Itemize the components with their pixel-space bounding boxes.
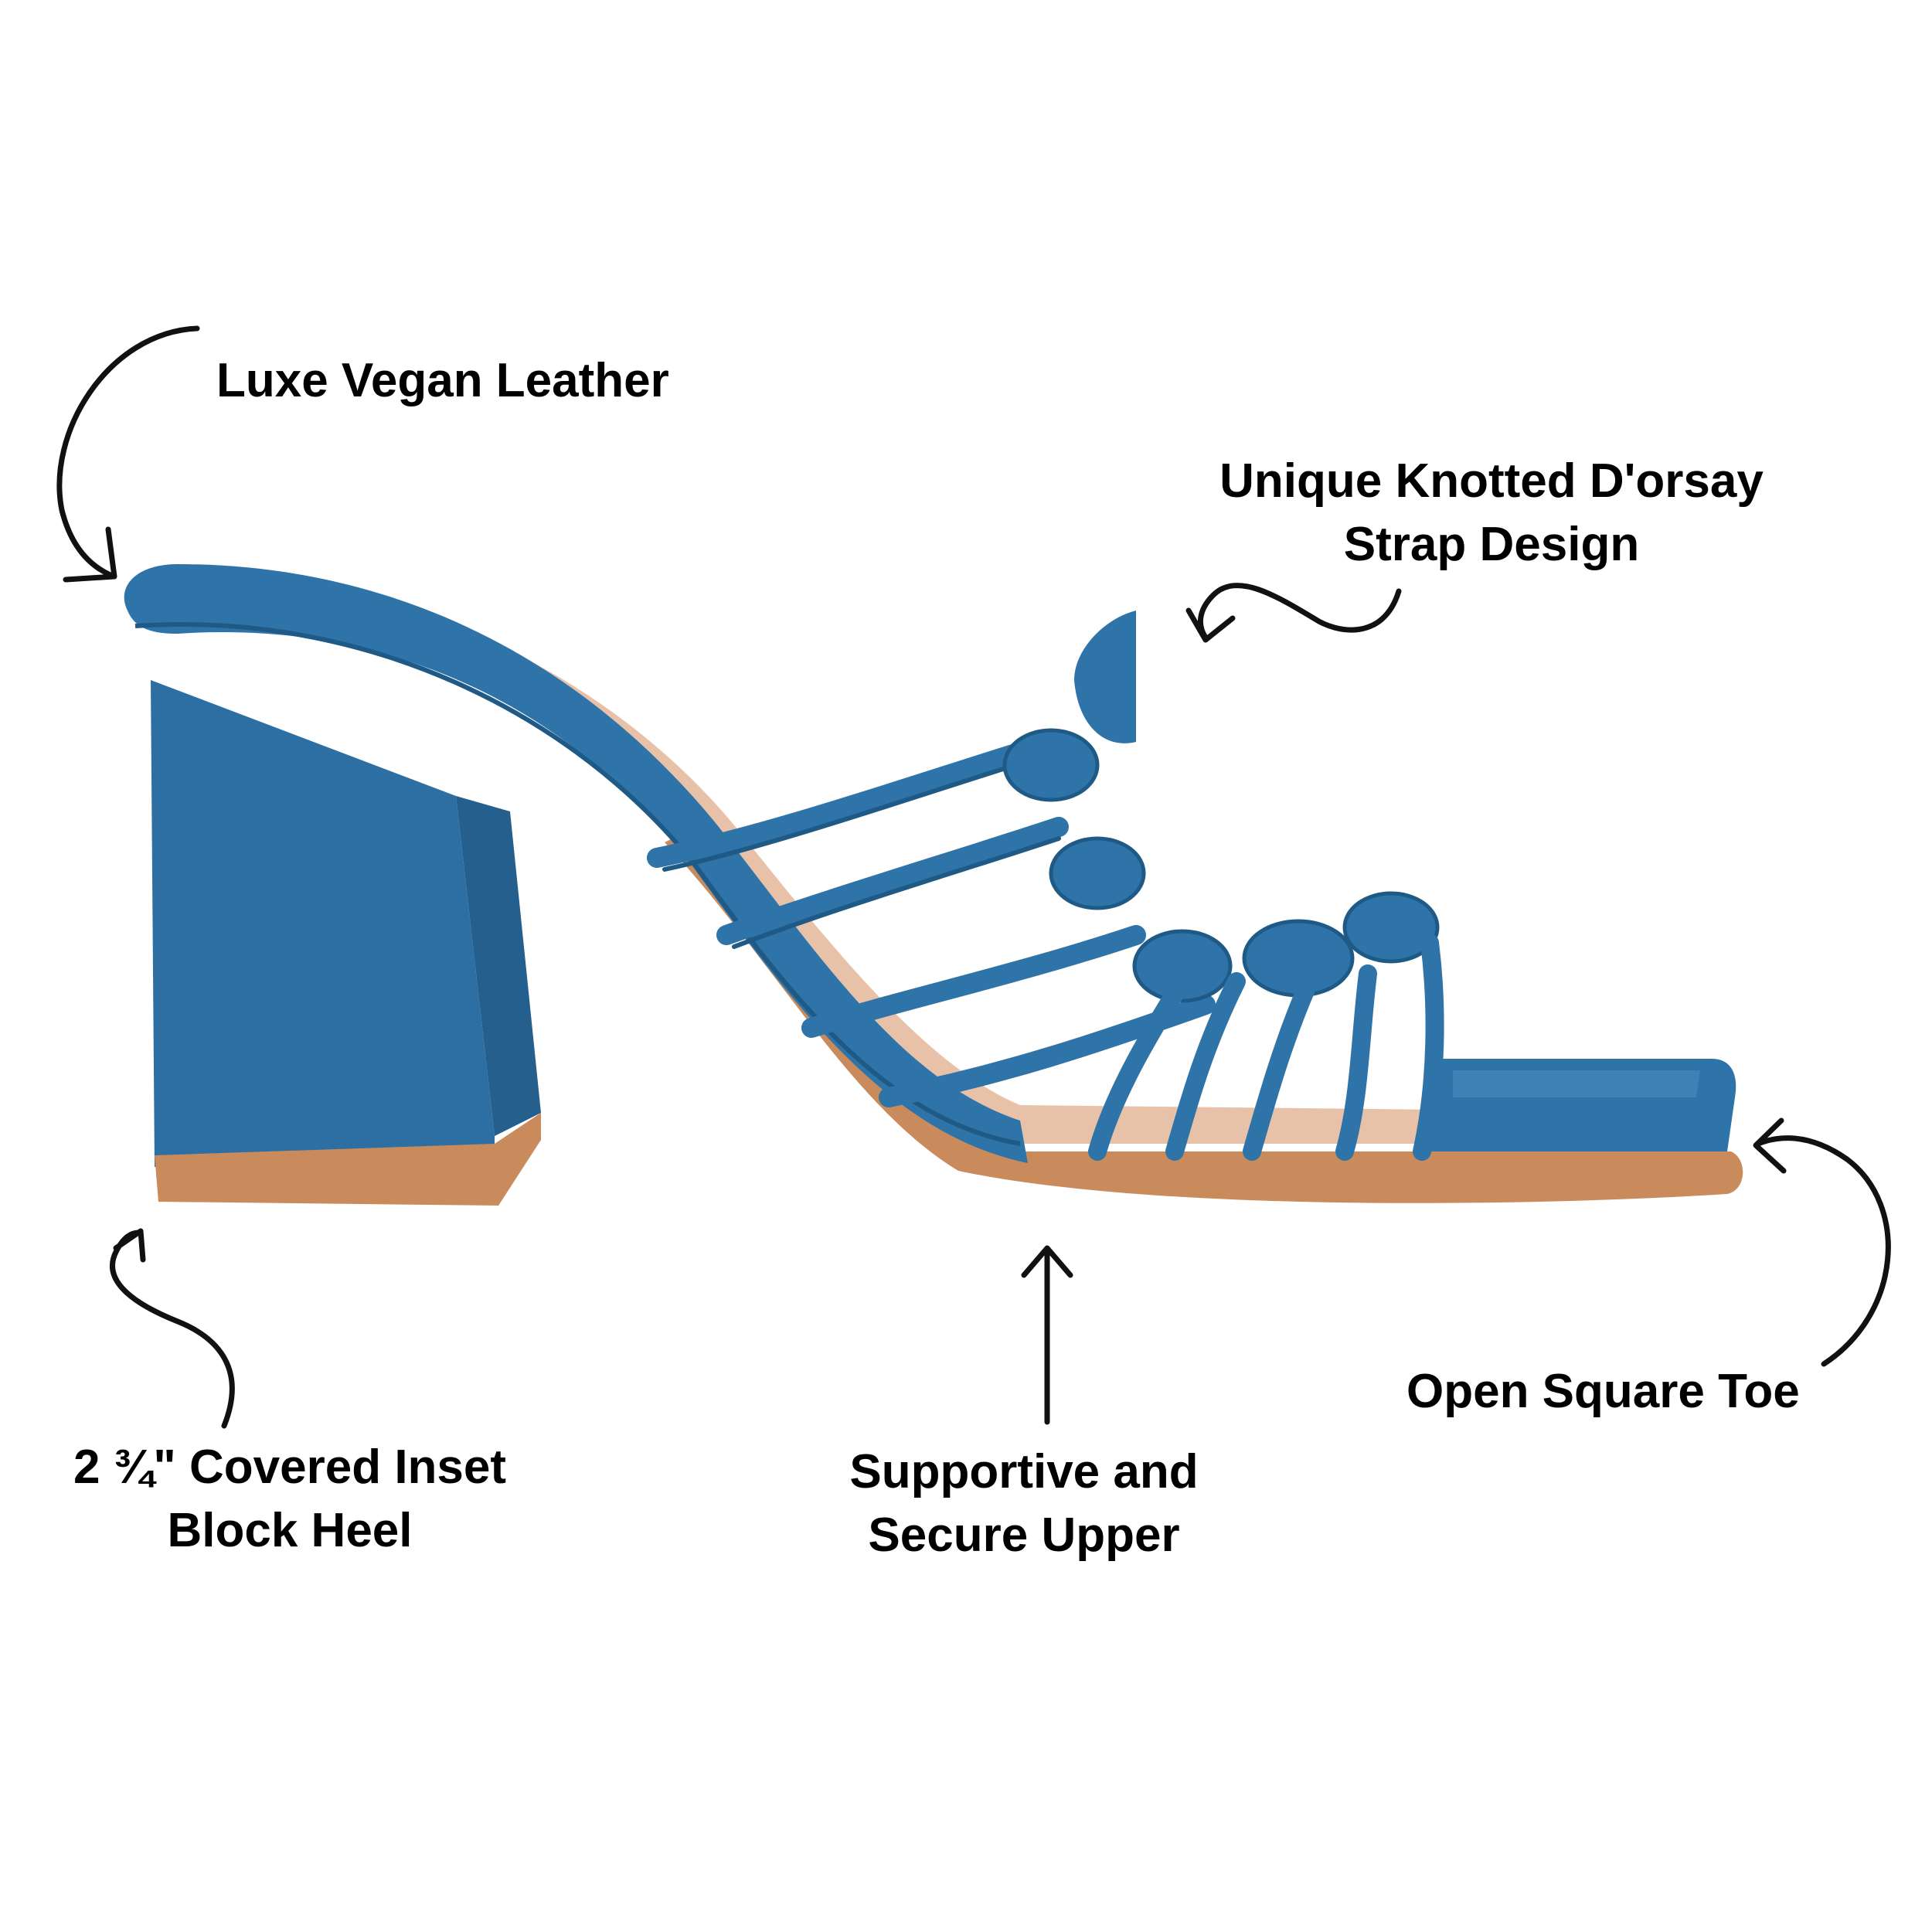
block-heel-front	[151, 680, 495, 1167]
callout-vegan-leather-line1: Luxe Vegan Leather	[216, 354, 669, 407]
block-heel-toplift	[155, 1113, 541, 1206]
knot-cluster	[1002, 728, 1440, 1003]
arrow-leather	[56, 325, 200, 579]
block-heel-side	[456, 796, 541, 1136]
callout-block-heel-line2: Block Heel	[167, 1504, 413, 1557]
arrow-heel	[110, 1230, 235, 1429]
arrow-knotted-head	[1185, 607, 1236, 643]
front-straps	[1088, 934, 1444, 1161]
callout-secure-upper-line1: Supportive and	[849, 1445, 1199, 1498]
callout-block-heel: 2 ¾" Covered Inset Block Heel	[46, 1436, 533, 1563]
arrow-leather-head	[63, 526, 117, 583]
arrow-heel-head	[113, 1228, 146, 1263]
square-toe-highlight	[1453, 1070, 1700, 1097]
callout-block-heel-line1: 2 ¾" Covered Inset	[73, 1440, 507, 1494]
arrow-toe	[1755, 1135, 1891, 1367]
callout-vegan-leather: Luxe Vegan Leather	[216, 349, 669, 413]
arrow-knotted	[1197, 583, 1402, 641]
callout-knotted-strap: Unique Knotted D'orsay Strap Design	[1190, 450, 1793, 577]
callout-secure-upper: Supportive and Secure Upper	[831, 1440, 1217, 1567]
rear-straps	[647, 740, 1216, 1107]
arrow-upper-head	[1021, 1245, 1073, 1278]
callout-knotted-strap-line2: Strap Design	[1343, 518, 1640, 571]
callout-secure-upper-line2: Secure Upper	[868, 1509, 1180, 1562]
callout-square-toe-line1: Open Square Toe	[1406, 1365, 1800, 1418]
callout-square-toe: Open Square Toe	[1406, 1360, 1800, 1423]
arrow-toe-head	[1753, 1117, 1787, 1174]
callout-knotted-strap-line1: Unique Knotted D'orsay	[1219, 454, 1764, 508]
vamp-tab	[1074, 611, 1136, 743]
